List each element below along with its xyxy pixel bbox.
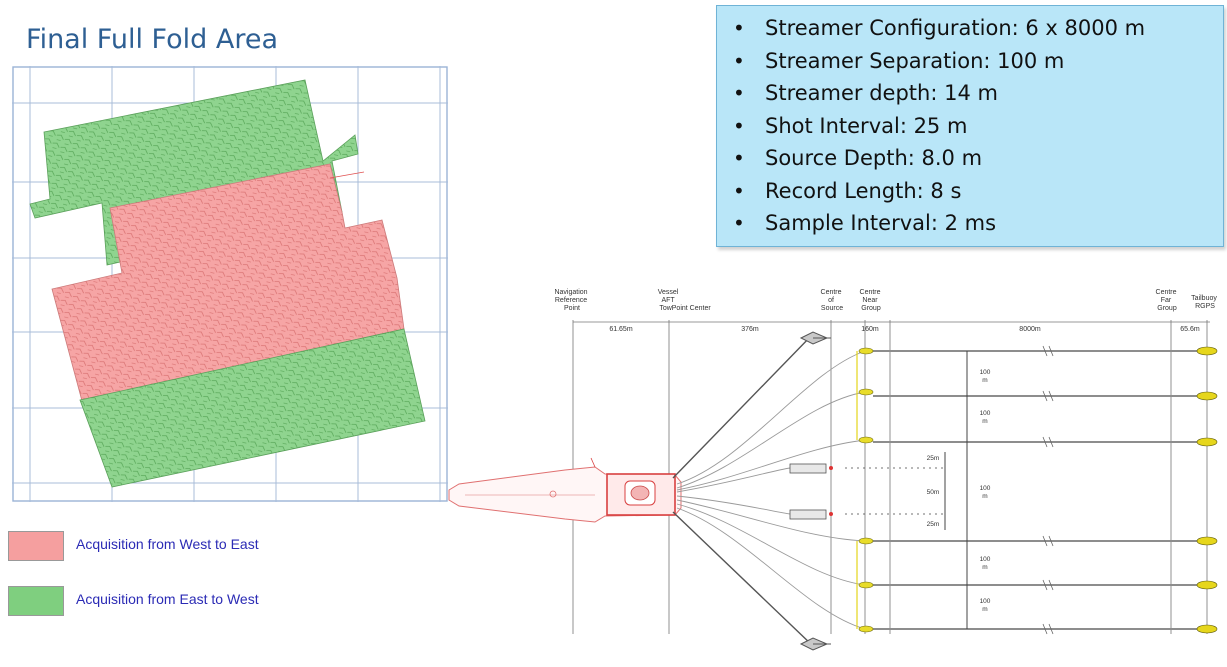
- distance-label: 61.65m: [609, 326, 633, 333]
- bullet-icon: •: [733, 146, 745, 170]
- vessel: [448, 457, 682, 523]
- spec-item: •Streamer Configuration: 6 x 8000 m: [727, 12, 1145, 45]
- spec-item: •Record Length: 8 s: [727, 175, 1145, 208]
- legend-label: Acquisition from East to West: [76, 591, 259, 607]
- source-arrays: [789, 463, 945, 520]
- head-floats: [858, 347, 874, 633]
- page-title: Final Full Fold Area: [26, 24, 279, 55]
- label-tailbuoy-rgps: Tailbuoy RGPS: [1191, 295, 1219, 310]
- legend-swatch-green: [8, 586, 64, 616]
- bullet-icon: •: [733, 178, 745, 203]
- source-spacing-label: 50m: [927, 489, 940, 496]
- spec-item: •Streamer depth: 14 m: [727, 77, 1145, 110]
- legend-label: Acquisition from West to East: [76, 536, 259, 552]
- source-spacing-label: 25m: [927, 521, 940, 528]
- east-to-west-area-bottom: [79, 328, 426, 488]
- tow-ropes: [676, 350, 866, 630]
- source-spacing-label: 25m: [927, 455, 940, 462]
- distance-label: 65.6m: [1180, 326, 1200, 333]
- diverter-tow-lines: [672, 333, 814, 647]
- spec-item: •Shot Interval: 25 m: [727, 110, 1145, 143]
- bullet-icon: •: [733, 113, 745, 138]
- label-centre-far-group: Centre Far Group: [1156, 289, 1179, 312]
- legend-swatch-red: [8, 531, 64, 561]
- distance-label: 160m: [861, 326, 879, 333]
- bullet-icon: •: [733, 48, 745, 73]
- acquisition-spec-box: •Streamer Configuration: 6 x 8000 m •Str…: [716, 5, 1224, 247]
- spec-list: •Streamer Configuration: 6 x 8000 m •Str…: [727, 12, 1145, 240]
- spec-item: •Sample Interval: 2 ms: [727, 207, 1145, 240]
- full-fold-area-map: [12, 66, 448, 502]
- bullet-icon: •: [733, 81, 745, 105]
- label-centre-of-source: Centre of Source: [821, 289, 844, 312]
- label-navigation-reference: Navigation Reference Point: [554, 289, 589, 312]
- spec-item: •Streamer Separation: 100 m: [727, 45, 1145, 78]
- bullet-icon: •: [733, 211, 745, 235]
- separation-dimension: [944, 351, 968, 629]
- tail-buoys: [1196, 346, 1218, 634]
- spec-item: •Source Depth: 8.0 m: [727, 142, 1145, 175]
- bullet-icon: •: [733, 16, 745, 40]
- streamer-break-marks: [1042, 345, 1054, 635]
- label-vessel-aft-towpoint: Vessel AFT TowPoint Center: [658, 289, 712, 312]
- streamer-layout-diagram: Navigation Reference Point Vessel AFT To…: [448, 289, 1219, 651]
- streamers: [873, 350, 1213, 630]
- distance-label: 8000m: [1019, 326, 1041, 333]
- label-centre-near-group: Centre Near Group: [860, 289, 883, 312]
- west-to-east-area: [51, 163, 405, 402]
- distance-label: 376m: [741, 326, 759, 333]
- map-trace-line: [329, 171, 365, 179]
- paravane: [799, 331, 831, 651]
